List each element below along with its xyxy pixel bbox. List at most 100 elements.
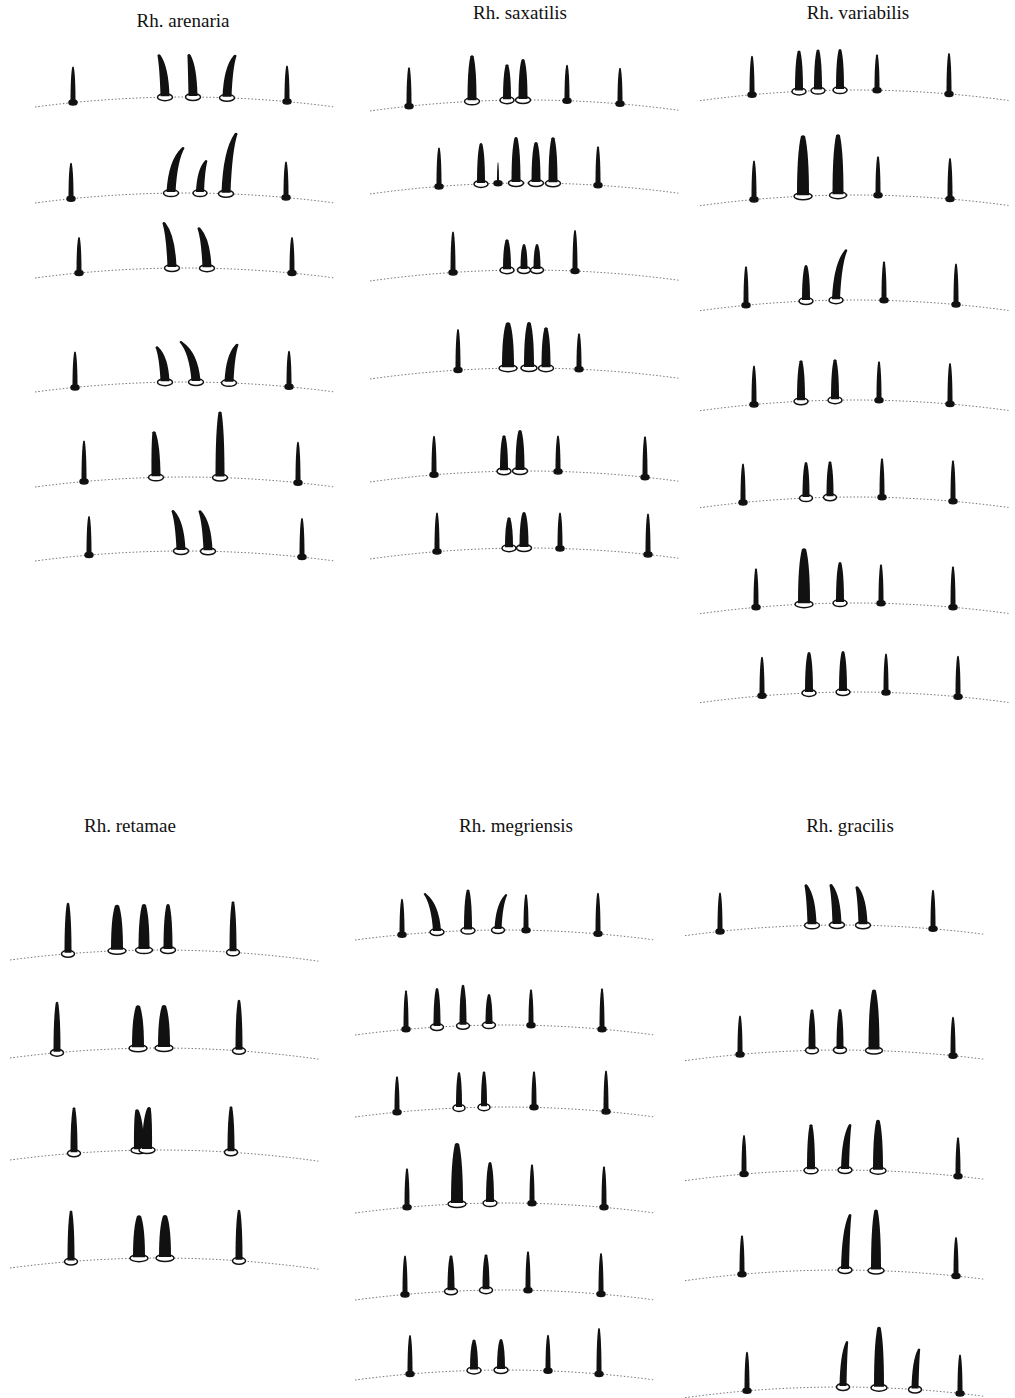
- seta: [171, 510, 188, 555]
- body-outline: [355, 1203, 655, 1213]
- seta: [602, 1071, 610, 1115]
- seta-row: [743, 1327, 964, 1396]
- seta-shaft: [236, 1210, 243, 1260]
- seta-shaft: [556, 435, 561, 470]
- seta-shaft: [483, 1254, 490, 1289]
- seta: [85, 516, 93, 558]
- seta-row: [742, 249, 960, 308]
- seta-shaft: [931, 890, 936, 928]
- seta-row: [752, 548, 957, 610]
- seta: [641, 436, 649, 480]
- body-outline: [10, 1150, 320, 1161]
- seta-shaft: [285, 66, 290, 101]
- seta-shaft: [404, 990, 409, 1028]
- seta: [811, 50, 825, 95]
- seta-shaft: [882, 261, 887, 299]
- seta-shaft: [836, 562, 844, 602]
- seta: [743, 1352, 751, 1394]
- seta: [398, 899, 406, 938]
- seta: [870, 1120, 886, 1175]
- seta-shaft: [157, 54, 169, 96]
- seta-shaft: [167, 147, 185, 192]
- seta-shaft: [521, 244, 528, 269]
- seta: [393, 1076, 401, 1115]
- seta: [155, 1005, 173, 1051]
- seta-shaft: [87, 516, 92, 554]
- seta-shaft: [526, 1251, 531, 1289]
- body-outline: [355, 1290, 655, 1300]
- seta-shaft: [500, 435, 508, 470]
- seta-shaft: [133, 1215, 145, 1257]
- seta: [873, 54, 881, 93]
- seta: [529, 142, 544, 187]
- seta-row: [85, 510, 306, 560]
- seta-shaft: [803, 462, 810, 497]
- seta-shaft: [807, 1124, 815, 1169]
- seta-shaft: [879, 564, 884, 602]
- seta: [952, 264, 960, 308]
- seta-row: [740, 1120, 962, 1179]
- body-outline: [700, 400, 1010, 411]
- seta-shaft: [296, 442, 301, 482]
- seta-shaft: [604, 1071, 609, 1111]
- body-outline: [700, 195, 1010, 206]
- seta: [871, 1327, 887, 1392]
- seta: [502, 517, 516, 552]
- seta-shaft: [718, 892, 723, 930]
- seta: [539, 327, 554, 372]
- seta-shaft: [448, 1255, 455, 1290]
- seta-shaft: [171, 510, 185, 550]
- seta-shaft: [451, 231, 456, 271]
- seta-row: [402, 985, 606, 1032]
- seta: [453, 1072, 465, 1112]
- seta-shaft: [77, 237, 82, 272]
- seta-shaft: [236, 1000, 243, 1050]
- seta: [946, 363, 954, 407]
- seta-shaft: [542, 327, 551, 367]
- seta-shaft: [805, 652, 813, 692]
- seta: [461, 890, 475, 935]
- seta: [62, 903, 75, 958]
- seta-shaft: [403, 1255, 408, 1293]
- seta: [829, 249, 847, 303]
- seta-row: [449, 230, 579, 275]
- seta-shaft: [549, 137, 558, 182]
- seta: [736, 1015, 744, 1057]
- seta-shaft: [400, 899, 405, 934]
- seta: [164, 147, 185, 197]
- seta: [516, 59, 531, 104]
- seta-shaft: [495, 894, 508, 929]
- seta-row: [62, 901, 240, 957]
- seta-shaft: [951, 460, 956, 500]
- seta-shaft: [82, 441, 87, 481]
- seta-shaft: [795, 50, 803, 90]
- seta: [531, 244, 544, 273]
- seta-shaft: [618, 68, 623, 103]
- seta: [874, 156, 882, 198]
- seta-shaft: [956, 656, 961, 696]
- seta-shaft: [871, 1210, 881, 1270]
- seta-shaft: [395, 1076, 400, 1111]
- seta: [880, 261, 888, 303]
- seta: [877, 564, 885, 606]
- body-outline: [370, 183, 680, 194]
- seta: [108, 905, 126, 955]
- body-outline: [700, 90, 1010, 101]
- seta: [868, 1210, 884, 1275]
- seta: [806, 1009, 819, 1053]
- seta-shaft: [230, 901, 237, 951]
- seta: [497, 435, 511, 475]
- seta: [799, 265, 813, 305]
- seta: [480, 1254, 493, 1294]
- seta: [492, 894, 508, 934]
- seta: [748, 56, 756, 98]
- seta: [156, 1215, 174, 1262]
- body-outline: [35, 97, 335, 107]
- seta: [750, 366, 758, 408]
- seta: [716, 892, 724, 934]
- body-outline: [355, 1107, 655, 1117]
- seta-shaft: [54, 1002, 61, 1052]
- seta-shaft: [158, 1005, 170, 1047]
- seta: [792, 50, 806, 95]
